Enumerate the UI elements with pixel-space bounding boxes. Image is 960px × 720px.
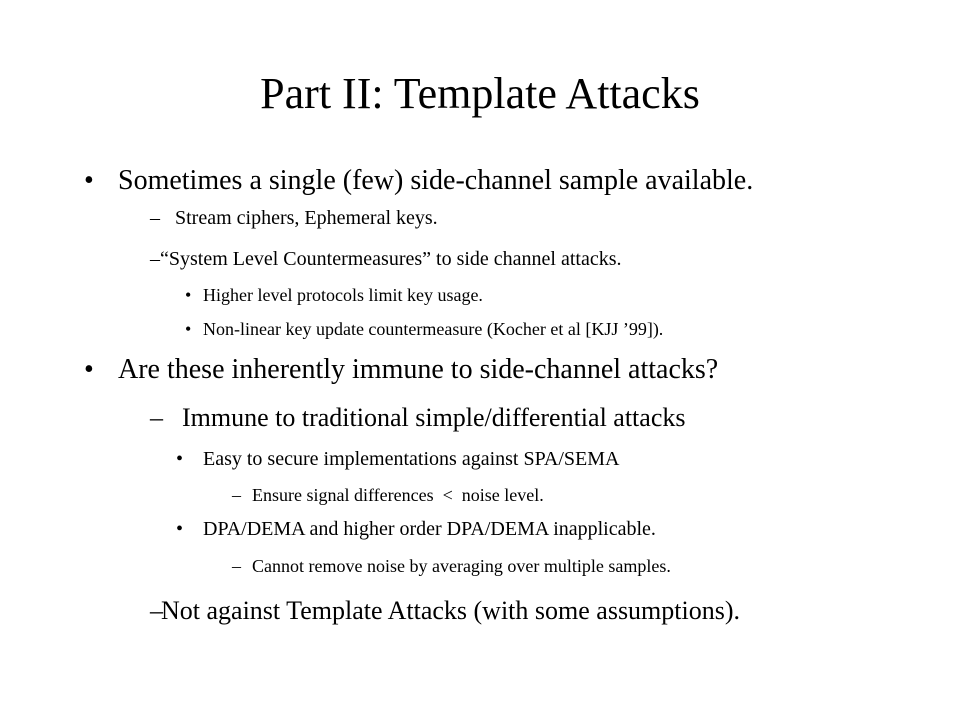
bullet-marker: • — [176, 518, 184, 540]
bullet-marker: • — [185, 319, 192, 339]
bullet-text: “System Level Countermeasures” to side c… — [160, 248, 622, 270]
bullet-text: Stream ciphers, Ephemeral keys. — [175, 207, 438, 229]
dash-marker: – — [150, 403, 163, 432]
bullet-text: Ensure signal differences < noise level. — [252, 485, 544, 505]
slide-title: Part II: Template Attacks — [260, 69, 700, 118]
bullet-text: Higher level protocols limit key usage. — [203, 285, 483, 305]
bullet-text: Immune to traditional simple/differentia… — [182, 403, 686, 432]
bullet-text: Non-linear key update countermeasure (Ko… — [203, 319, 664, 339]
bullet-text: Sometimes a single (few) side-channel sa… — [118, 165, 754, 196]
bullet-marker: • — [84, 165, 94, 196]
dash-marker: – — [150, 596, 163, 625]
dash-marker: – — [232, 485, 241, 505]
bullet-text: Not against Template Attacks (with some … — [161, 596, 741, 625]
bullet-text: Are these inherently immune to side-chan… — [118, 354, 719, 385]
bullet-marker: • — [176, 448, 184, 470]
dash-marker: – — [232, 556, 241, 576]
bullet-text: Easy to secure implementations against S… — [203, 448, 620, 470]
bullet-text: Cannot remove noise by averaging over mu… — [252, 556, 671, 576]
bullet-marker: • — [185, 285, 192, 305]
bullet-text: DPA/DEMA and higher order DPA/DEMA inapp… — [203, 518, 656, 540]
bullet-marker: • — [84, 354, 94, 385]
dash-marker: – — [150, 248, 160, 270]
dash-marker: – — [150, 207, 160, 229]
